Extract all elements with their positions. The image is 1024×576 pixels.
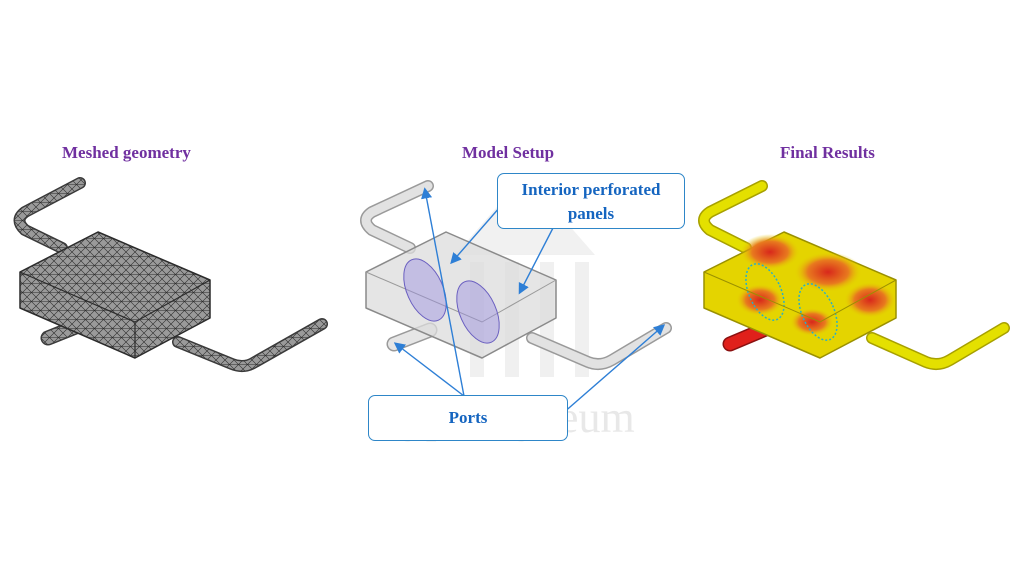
- setup-muffler: [360, 180, 672, 371]
- panels-label-line1: Interior perforated: [521, 180, 661, 199]
- interior-panels-callout: Interior perforated panels: [497, 173, 685, 229]
- callout-arrows: [393, 187, 666, 415]
- perforated-panel-2: [456, 280, 500, 344]
- perforated-panel-1: [403, 258, 447, 322]
- meshed-muffler: [13, 177, 328, 373]
- model-setup-title: Model Setup: [462, 143, 555, 162]
- meshed-geometry-title: Meshed geometry: [62, 143, 191, 162]
- ports-callout: Ports: [368, 395, 568, 441]
- panels-label-line2: panels: [567, 204, 615, 223]
- results-muffler: [698, 180, 1010, 371]
- final-results-title: Final Results: [780, 143, 875, 162]
